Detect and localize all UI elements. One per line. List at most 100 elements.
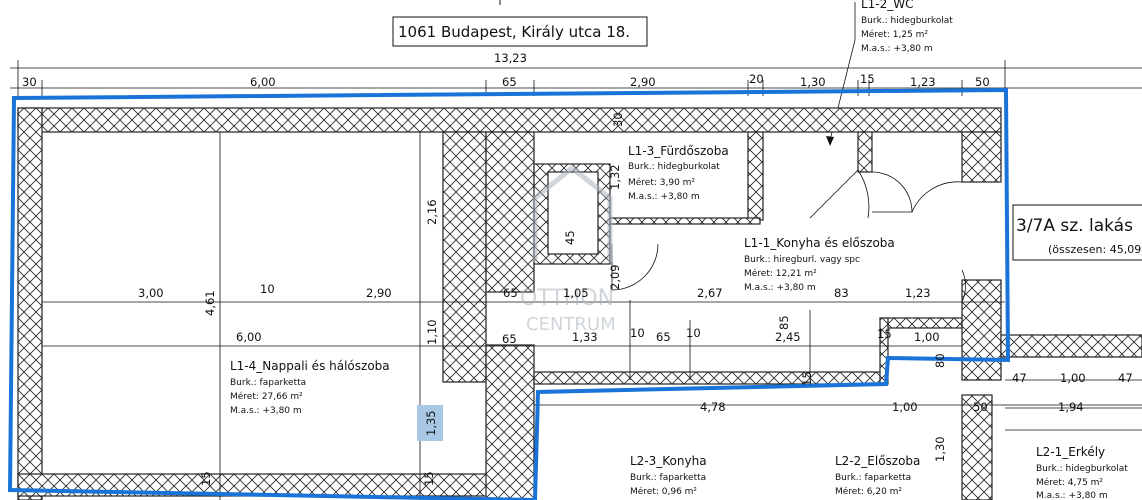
unit-outline (7, 87, 1011, 500)
room-spec: Burk.: faparketta (230, 378, 306, 388)
dim-label: 1,00 (914, 330, 940, 344)
dim-label: 2,90 (366, 286, 392, 300)
room-spec: M.a.s.: +3,80 m (744, 283, 816, 293)
room-spec: Méret: 0,96 m² (630, 486, 697, 497)
unit-subtitle: (összesen: 45,09 (1048, 243, 1141, 256)
room-l12: L1-2_WC Burk.: hidegburkolat Méret: 1,25… (861, 0, 953, 54)
dim-label: 20 (749, 72, 764, 86)
room-l14: L1-4_Nappali és hálószoba Burk.: faparke… (230, 359, 390, 416)
room-spec: Burk.: faparketta (630, 473, 706, 483)
room-lines (42, 132, 1142, 500)
room-name: L1-4_Nappali és hálószoba (230, 359, 390, 373)
doors (611, 169, 966, 303)
room-name: L2-1_Erkély (1036, 445, 1105, 459)
walls (17, 107, 1142, 500)
dim-label: 30 (22, 75, 37, 89)
room-spec: M.a.s.: +3,80 m (628, 192, 700, 202)
vertical-dimension-labels: 2,16 4,61 1,10 1,35 15 15 30 1,32 45 2,0… (199, 112, 947, 486)
dim-label: 65 (502, 75, 517, 89)
watermark: OTTHON CENTRUM (520, 164, 616, 335)
room-spec: Burk.: hidegburkolat (628, 162, 720, 172)
dim-label: 6,00 (250, 75, 276, 89)
dim-label: 2,67 (697, 286, 723, 300)
dim-label: 10 (630, 326, 645, 340)
dim-label: 30 (611, 112, 625, 127)
room-spec: Méret: 3,90 m² (628, 177, 695, 188)
dim-label: 1,10 (425, 319, 439, 345)
dim-label: 50 (973, 400, 988, 414)
dim-label: 10 (260, 282, 275, 296)
dimension-labels: 13,23 30 6,00 65 2,90 20 1,30 15 1,23 50… (22, 51, 1133, 414)
room-l23: L2-3_Konyha Burk.: faparketta Méret: 0,9… (630, 454, 707, 497)
room-spec: Méret: 1,25 m² (861, 29, 928, 40)
dim-label: 15 (860, 72, 875, 86)
room-labels: L1-2_WC Burk.: hidegburkolat Méret: 1,25… (230, 0, 1128, 500)
dim-label: 85 (777, 315, 791, 330)
dim-label: 1,94 (1058, 400, 1084, 414)
dim-label: 4,78 (700, 400, 726, 414)
room-l22: L2-2_Előszoba Burk.: faparketta Méret: 6… (835, 454, 920, 497)
dim-label: 65 (503, 286, 518, 300)
wc-leader-arrow (826, 136, 834, 146)
address-box: 1061 Budapest, Király utca 18. (392, 16, 648, 47)
room-l11: L1-1_Konyha és előszoba Burk.: hiregburl… (744, 236, 895, 293)
dim-label: 47 (1118, 371, 1133, 385)
dim-label: 1,30 (800, 75, 826, 89)
room-spec: Burk.: faparketta (835, 473, 911, 483)
address-text: 1061 Budapest, Király utca 18. (398, 23, 630, 41)
watermark-line1: OTTHON (520, 286, 614, 311)
dim-label: 2,90 (630, 75, 656, 89)
room-name: L2-3_Konyha (630, 454, 707, 468)
dim-label: 83 (834, 286, 849, 300)
dim-label: 10 (686, 326, 701, 340)
dim-label: 13,23 (494, 51, 527, 65)
dim-label: 4,61 (203, 290, 217, 316)
dim-label: 15 (422, 471, 436, 486)
room-spec: M.a.s.: +3,80 m (1036, 491, 1108, 500)
dim-label: 1,32 (608, 164, 622, 190)
dim-label: 1,23 (910, 75, 936, 89)
dim-label: 6,00 (236, 330, 262, 344)
room-l21: L2-1_Erkély Burk.: hidegburkolat Méret: … (1036, 445, 1128, 500)
room-spec: M.a.s.: +3,80 m (861, 44, 933, 54)
dim-label: 2,16 (425, 199, 439, 225)
room-spec: Méret: 12,21 m² (744, 268, 817, 279)
dim-label: 65 (656, 330, 671, 344)
unit-title: 3/7A sz. lakás (1016, 216, 1133, 236)
dim-label: 47 (1012, 371, 1027, 385)
dim-label: 3,00 (138, 286, 164, 300)
room-spec: Burk.: hidegburkolat (1036, 464, 1128, 474)
dim-label: 1,00 (1060, 371, 1086, 385)
dim-label: 15 (800, 371, 814, 386)
highlight-box (417, 405, 443, 441)
dim-label: 50 (975, 75, 990, 89)
dim-label: 45 (563, 230, 577, 245)
room-spec: Méret: 4,75 m² (1036, 477, 1103, 488)
dim-label: 15 (877, 327, 892, 341)
dim-label: 1,05 (563, 286, 589, 300)
room-spec: Méret: 6,20 m² (835, 486, 902, 497)
room-l13: L1-3_Fürdőszoba Burk.: hidegburkolat Mér… (628, 144, 729, 202)
dim-label: 80 (933, 353, 947, 368)
dim-label: 1,33 (572, 330, 598, 344)
dim-label: 1,35 (424, 410, 438, 436)
dim-label: 1,30 (933, 436, 947, 462)
watermark-line2: CENTRUM (526, 314, 616, 335)
dim-label: 65 (502, 332, 517, 346)
dim-label: 1,00 (892, 400, 918, 414)
dim-label: 15 (199, 471, 213, 486)
room-name: L1-1_Konyha és előszoba (744, 236, 895, 250)
room-name: L1-2_WC (861, 0, 914, 11)
room-spec: M.a.s.: +3,80 m (230, 406, 302, 416)
dim-label: 2,45 (775, 330, 801, 344)
room-spec: Burk.: hiregburl. vagy spc (744, 255, 860, 265)
unit-box: 3/7A sz. lakás (összesen: 45,09 (1012, 204, 1142, 261)
dim-label: 2,09 (608, 264, 622, 290)
watermark-house-icon (532, 164, 613, 262)
room-spec: Burk.: hidegburkolat (861, 16, 953, 26)
room-name: L1-3_Fürdőszoba (628, 144, 729, 158)
dim-label: 1,23 (905, 286, 931, 300)
wc-leader (829, 2, 856, 141)
room-name: L2-2_Előszoba (835, 454, 920, 468)
